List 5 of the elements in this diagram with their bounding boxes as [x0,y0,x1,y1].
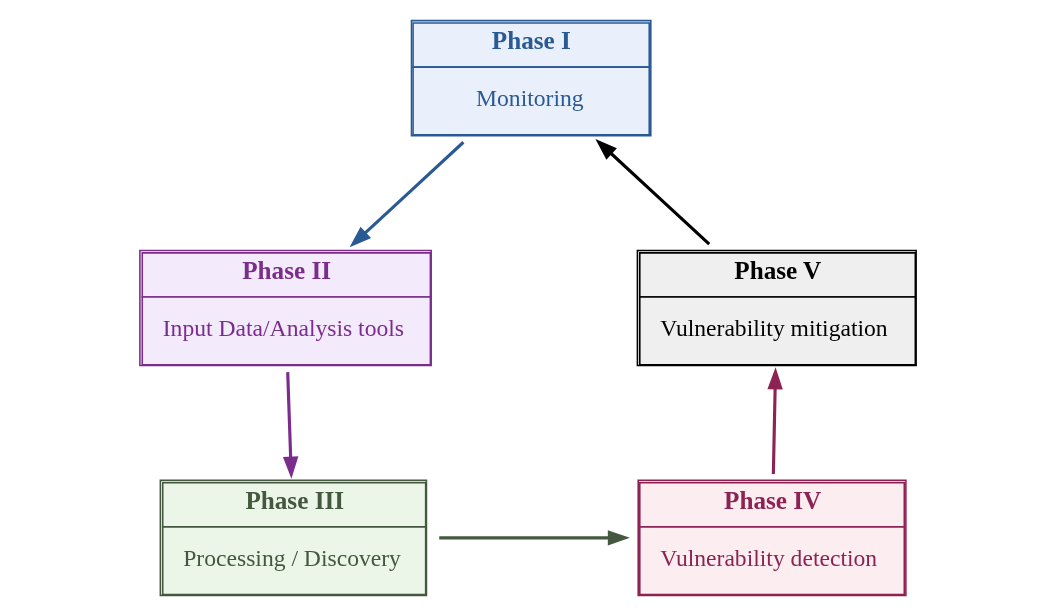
arrow [439,530,630,546]
arrow [767,367,783,474]
arrow [349,141,465,248]
arrow [595,139,711,246]
arrow [282,372,299,479]
